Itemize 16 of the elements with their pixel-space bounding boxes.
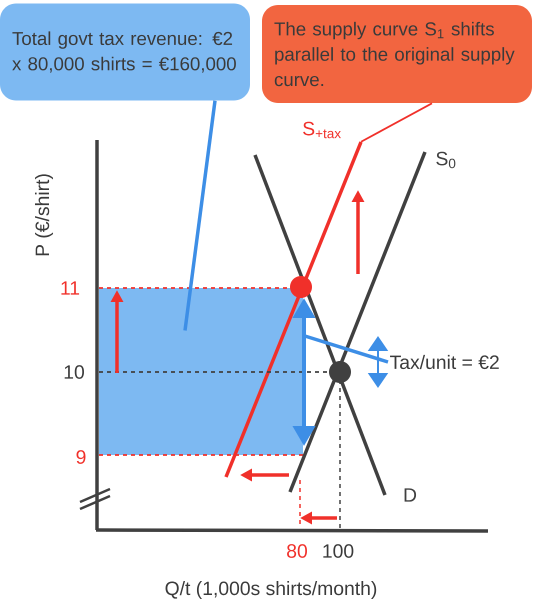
tick-label: 11 [61,281,80,295]
leader-line [183,100,217,331]
curve-label: D [404,488,416,502]
tick-label: 9 [76,450,86,464]
leader-line [360,102,432,143]
tick-label: 100 [323,544,354,558]
tick-label: 80 [287,544,307,558]
callout-box: Total govt tax revenue: €2 x 80,000 shirts = €160,000 [0,4,250,100]
curve-label: S$_{0}$ [436,152,456,168]
shaded-area [99,288,303,455]
axis-title: Q/t (1,000s shirts/month) [166,581,376,600]
curve-label: S$_{+tax}$ [303,122,341,138]
tax-label: Tax/unit = €2 [390,354,499,370]
callout-box: The supply curve S$_{1}$ shifts parallel to the original supply curve. [262,5,532,103]
axis-title: P (€/shirt) [35,174,54,256]
supply-curve [224,141,363,478]
